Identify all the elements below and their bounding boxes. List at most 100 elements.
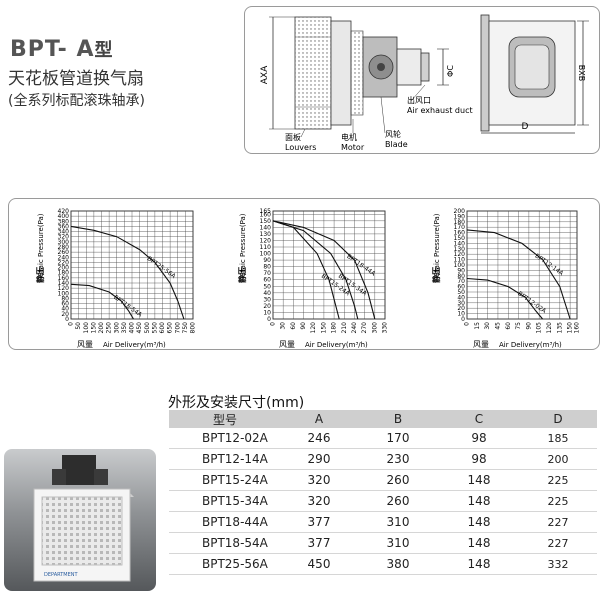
outlet-label-en: Air exhaust duct (407, 106, 473, 115)
dim-phic-label: ΦC (446, 65, 455, 77)
cell-d: 225 (519, 490, 597, 512)
chart-y-tick-label: 60 (263, 277, 271, 284)
chart-y-tick-label: 0 (65, 316, 69, 323)
chart-x-tick-label: 400 (129, 322, 136, 334)
chart-ylabel-en: Staic Pressure(Pa) (433, 213, 441, 276)
cell-model: BPT12-14A (169, 448, 281, 470)
header-model: 型号 (169, 410, 281, 428)
chart-y-tick-label: 70 (457, 278, 465, 285)
chart-y-tick-label: 140 (454, 240, 466, 247)
fan-illustration: DEPARTMENT (33, 455, 134, 582)
chart-x-tick-label: 150 (567, 322, 574, 334)
chart-series-line (466, 229, 571, 320)
cell-c: 98 (439, 448, 519, 470)
product-subtitle: (全系列标配滚珠轴承) (8, 93, 145, 109)
chart-series-line (70, 225, 185, 320)
dimensions-table: 型号 A B C D BPT12-02A 246 170 98 185 BPT1… (169, 410, 597, 575)
blade-label-cn: 风轮 (385, 129, 401, 139)
chart-series-label: BPT25-56A (146, 255, 178, 280)
blade-label-en: Blade (385, 140, 408, 149)
dimensions-title: 外形及安装尺寸(mm) (168, 395, 305, 411)
chart-x-tick-label: 60 (290, 322, 297, 330)
header-c: C (439, 410, 519, 428)
cell-a: 450 (281, 553, 357, 575)
chart-y-tick-label: 0 (461, 316, 465, 323)
cell-model: BPT18-54A (169, 532, 281, 554)
cell-a: 377 (281, 532, 357, 554)
cell-d: 185 (519, 428, 597, 449)
chart-x-tick-label: 180 (331, 322, 338, 334)
chart-y-tick-label: 220 (58, 259, 70, 266)
chart-y-tick-label: 140 (58, 280, 70, 287)
chart-y-tick-label: 420 (58, 208, 70, 215)
chart-y-tick-label: 100 (454, 262, 466, 269)
chart-y-tick-label: 140 (260, 224, 272, 231)
brand-suffix: 型 (94, 40, 114, 61)
chart-y-tick-label: 30 (457, 300, 465, 307)
cell-d: 227 (519, 532, 597, 554)
chart-x-tick-label: 0 (270, 322, 277, 326)
outlet-label-cn: 出风口 (407, 95, 431, 105)
louvers-label-en: Louvers (285, 143, 316, 152)
chart-ylabel-en: Staic Pressure(Pa) (37, 213, 45, 276)
chart-x-tick-label: 75 (515, 322, 522, 330)
cell-c: 148 (439, 532, 519, 554)
chart-x-tick-label: 600 (159, 322, 166, 334)
cell-b: 230 (357, 448, 439, 470)
cell-b: 310 (357, 532, 439, 554)
product-photo: DEPARTMENT (4, 449, 156, 591)
header-a: A (281, 410, 357, 428)
installation-diagram-panel: AXA ΦC 出风口 Air exhaust duct 面板 Louvers 电… (244, 6, 600, 154)
chart-y-tick-label: 200 (58, 265, 70, 272)
chart-y-tick-label: 160 (58, 275, 70, 282)
product-title: 天花板管道换气扇 (8, 69, 144, 89)
table-row: BPT12-14A 290 230 98 200 (169, 448, 597, 470)
chart-x-tick-label: 150 (90, 322, 97, 334)
chart-y-tick-label: 70 (263, 270, 271, 277)
cell-c: 148 (439, 490, 519, 512)
chart-y-tick-label: 190 (454, 213, 466, 220)
chart-x-tick-label: 650 (167, 322, 174, 334)
cell-model: BPT25-56A (169, 553, 281, 575)
chart-series-line (272, 220, 359, 320)
chart-y-tick-label: 50 (263, 283, 271, 290)
chart-y-tick-label: 200 (454, 208, 466, 215)
chart-y-tick-label: 260 (58, 249, 70, 256)
chart-y-tick-label: 40 (61, 306, 69, 313)
chart-x-tick-label: 500 (144, 322, 151, 334)
chart-x-tick-label: 135 (556, 322, 563, 334)
cell-d: 225 (519, 469, 597, 491)
chart-y-tick-label: 130 (454, 246, 466, 253)
chart-y-tick-label: 165 (260, 208, 272, 215)
chart-x-tick-label: 0 (464, 322, 471, 326)
table-row: BPT18-54A 377 310 148 227 (169, 532, 597, 554)
table-header-row: 型号 A B C D (169, 410, 597, 428)
chart-y-tick-label: 320 (58, 234, 70, 241)
motor-label-en: Motor (341, 143, 365, 152)
chart-y-tick-label: 120 (454, 251, 466, 258)
cell-b: 310 (357, 511, 439, 533)
chart-x-tick-label: 800 (190, 322, 197, 334)
installation-diagram: AXA ΦC 出风口 Air exhaust duct 面板 Louvers 电… (260, 14, 589, 152)
chart-x-tick-label: 100 (83, 322, 90, 334)
chart-y-tick-label: 10 (263, 309, 271, 316)
chart-ylabel-cn: 静压 (431, 267, 441, 283)
chart-y-tick-label: 150 (454, 235, 466, 242)
chart-x-tick-label: 350 (121, 322, 128, 334)
chart-y-tick-label: 50 (457, 289, 465, 296)
chart-x-tick-label: 15 (474, 322, 481, 330)
dim-d-label: D (522, 122, 529, 132)
chart-x-tick-label: 45 (494, 322, 501, 330)
chart-x-tick-label: 0 (68, 322, 75, 326)
chart-ylabel-en: Staic Pressure(Pa) (239, 213, 247, 276)
dim-axa-label: AXA (260, 65, 270, 84)
table-row: BPT25-56A 450 380 148 332 (169, 553, 597, 575)
chart-y-tick-label: 360 (58, 223, 70, 230)
header-b: B (357, 410, 439, 428)
chart-xlabel-cn: 风量 (77, 340, 93, 349)
chart-x-tick-label: 450 (136, 322, 143, 334)
cell-model: BPT15-24A (169, 469, 281, 491)
cell-b: 380 (357, 553, 439, 575)
chart-y-tick-label: 90 (457, 267, 465, 274)
